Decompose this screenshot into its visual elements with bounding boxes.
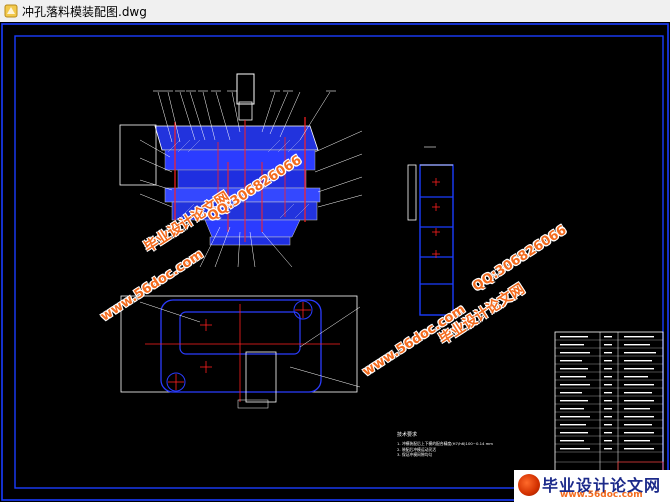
outer-border (1, 23, 669, 501)
note-2: 2. 装配后冲模运动灵活 (397, 446, 437, 452)
sectional-view (119, 73, 363, 268)
logo-text-cn: 毕业设计论文网 (542, 476, 662, 495)
window-title: 冲孔落料模装配图.dwg (22, 4, 147, 19)
dwg-file-icon (4, 4, 18, 18)
window-title-bar: 冲孔落料模装配图.dwg (0, 0, 670, 23)
note-3: 3. 保证冲模间隙均匀 (397, 452, 433, 458)
site-logo: 毕业设计论文网 www.56doc.com (514, 470, 670, 502)
cad-drawing-canvas[interactable]: 技术要求 1. 冲模装配后上下模的配合精度(H7/h6)100~0.14 mm … (0, 22, 670, 502)
top-view (120, 295, 361, 409)
notes-title: 技术要求 (397, 432, 418, 438)
inner-border (14, 35, 664, 489)
technical-notes: 技术要求 1. 冲模装配后上下模的配合精度(H7/h6)100~0.14 mm … (397, 432, 494, 458)
logo-url: www.56doc.com (560, 490, 643, 500)
assembly-drawing (1, 23, 669, 501)
strip-layout (407, 146, 454, 316)
logo-mark-icon (518, 474, 540, 496)
title-block (554, 331, 664, 488)
note-1: 1. 冲模装配后上下模的配合精度(H7/h6)100~0.14 mm (397, 441, 494, 447)
